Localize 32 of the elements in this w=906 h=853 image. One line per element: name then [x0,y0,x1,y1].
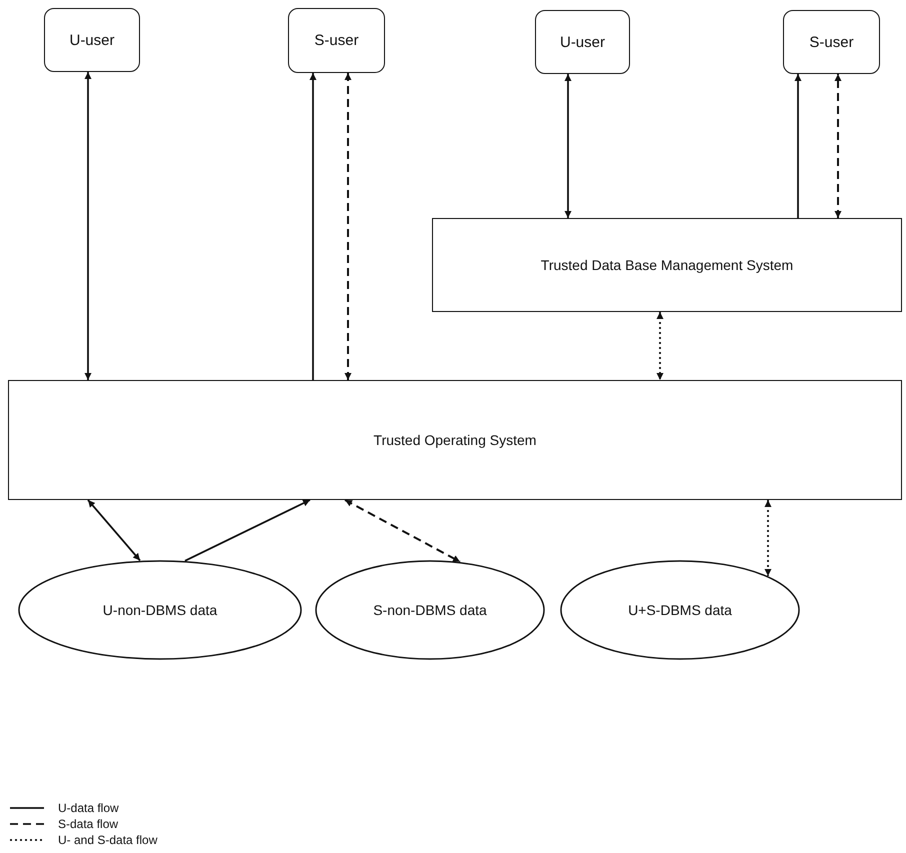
arrow [564,74,572,218]
data-store-ellipse [315,560,545,660]
legend-label: S-data flow [58,816,118,830]
node-label: S-non-DBMS data [373,602,487,618]
arrow [84,72,92,380]
node-label: U-non-DBMS data [102,602,218,618]
user-box [288,8,385,73]
user-box [783,10,880,74]
node-label: U-user [560,34,605,50]
arrow [344,73,352,380]
legend-label: U- and S-data flow [58,832,158,846]
legend-label: U-data flow [58,800,119,814]
arrow [310,73,316,380]
arrow [764,500,772,576]
arrow [794,74,802,218]
arrow [834,74,842,218]
system-box [8,380,902,500]
node-label: Trusted Operating System [374,432,536,448]
arrow [87,499,141,562]
arrow [184,499,310,562]
node-label: S-user [809,34,854,50]
user-box [44,8,140,72]
node-label: Trusted Data Base Management System [540,257,794,273]
arrow [344,499,460,563]
node-label: U-user [69,32,114,48]
node-label: U+S-DBMS data [628,602,732,618]
data-store-ellipse [18,560,302,660]
arrow [656,312,664,380]
system-box [432,218,902,312]
data-store-ellipse [560,560,800,660]
user-box [535,10,630,74]
node-label: S-user [314,32,359,49]
